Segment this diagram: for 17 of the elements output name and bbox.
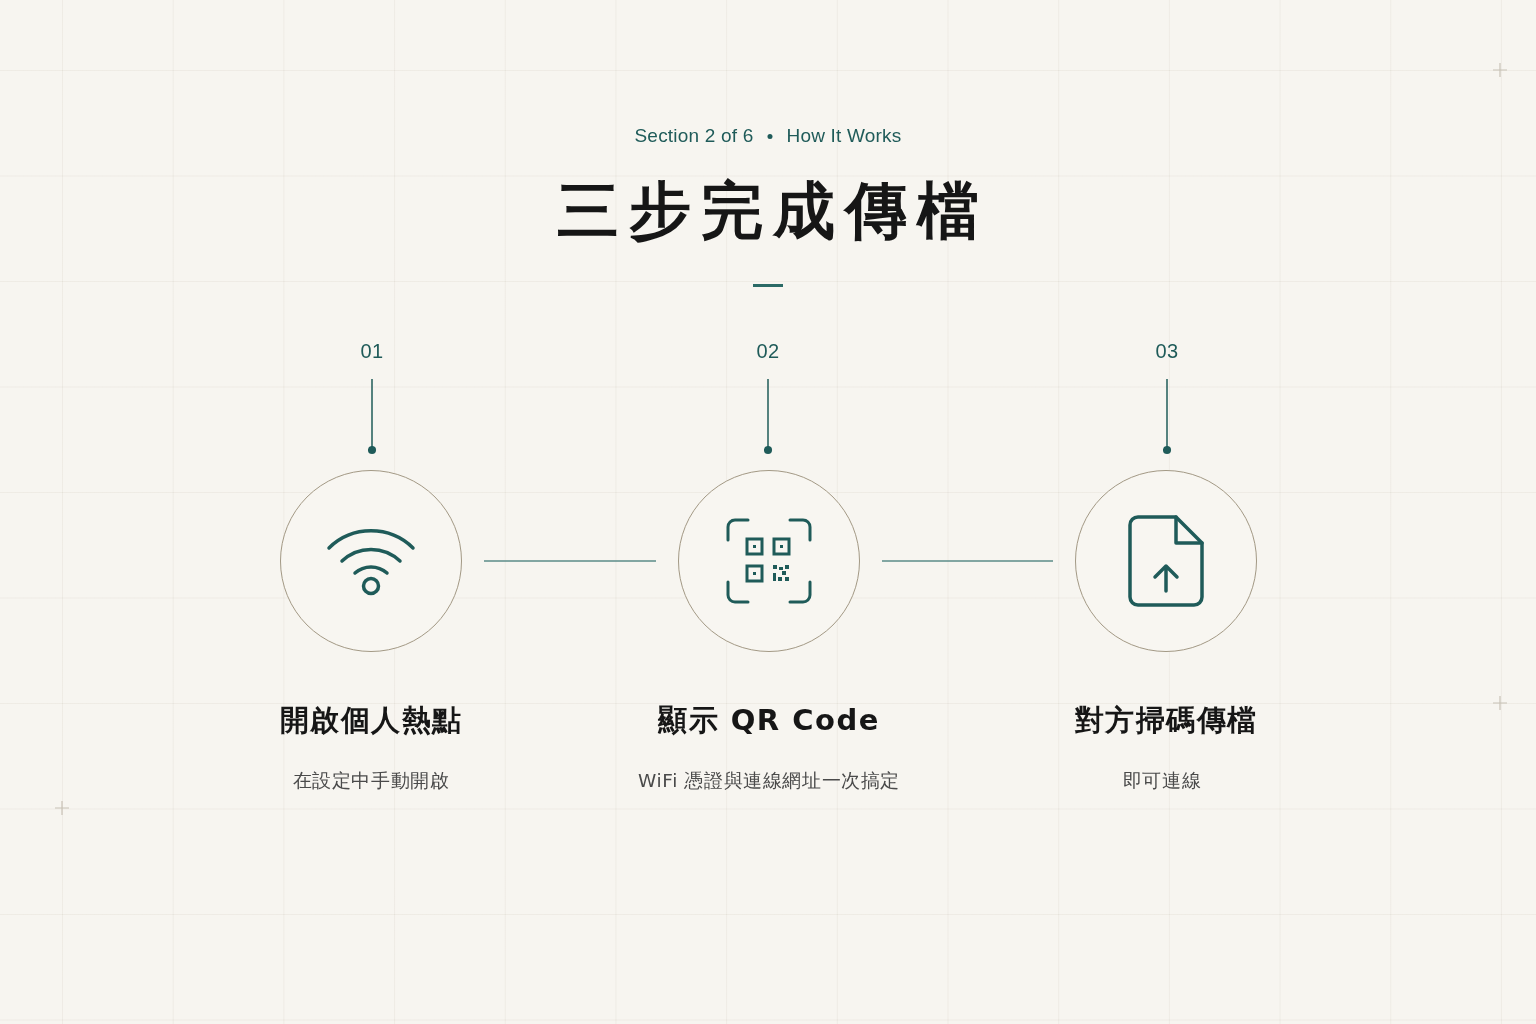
step-title: 對方掃碼傳檔 [1074,702,1258,738]
step-description: WiFi 憑證與連線網址一次搞定 [638,769,900,793]
step-title: 開啟個人熱點 [279,702,463,738]
step-number: 03 [1155,339,1179,363]
leader-line [763,378,773,455]
step-number: 01 [360,339,384,363]
section-label: How It Works [786,124,902,148]
step-title: 顯示 QR Code [658,702,880,738]
leader-line [367,378,377,455]
connector-line [483,560,657,562]
leader-line [1162,378,1172,455]
step-number: 02 [756,339,780,363]
page-title: 三步完成傳檔 [556,173,989,249]
step-description: 在設定中手動開啟 [292,769,450,793]
section-label: Section 2 of 6 [634,124,754,148]
connector-line [881,560,1054,562]
step-description: 即可連線 [1122,769,1202,793]
